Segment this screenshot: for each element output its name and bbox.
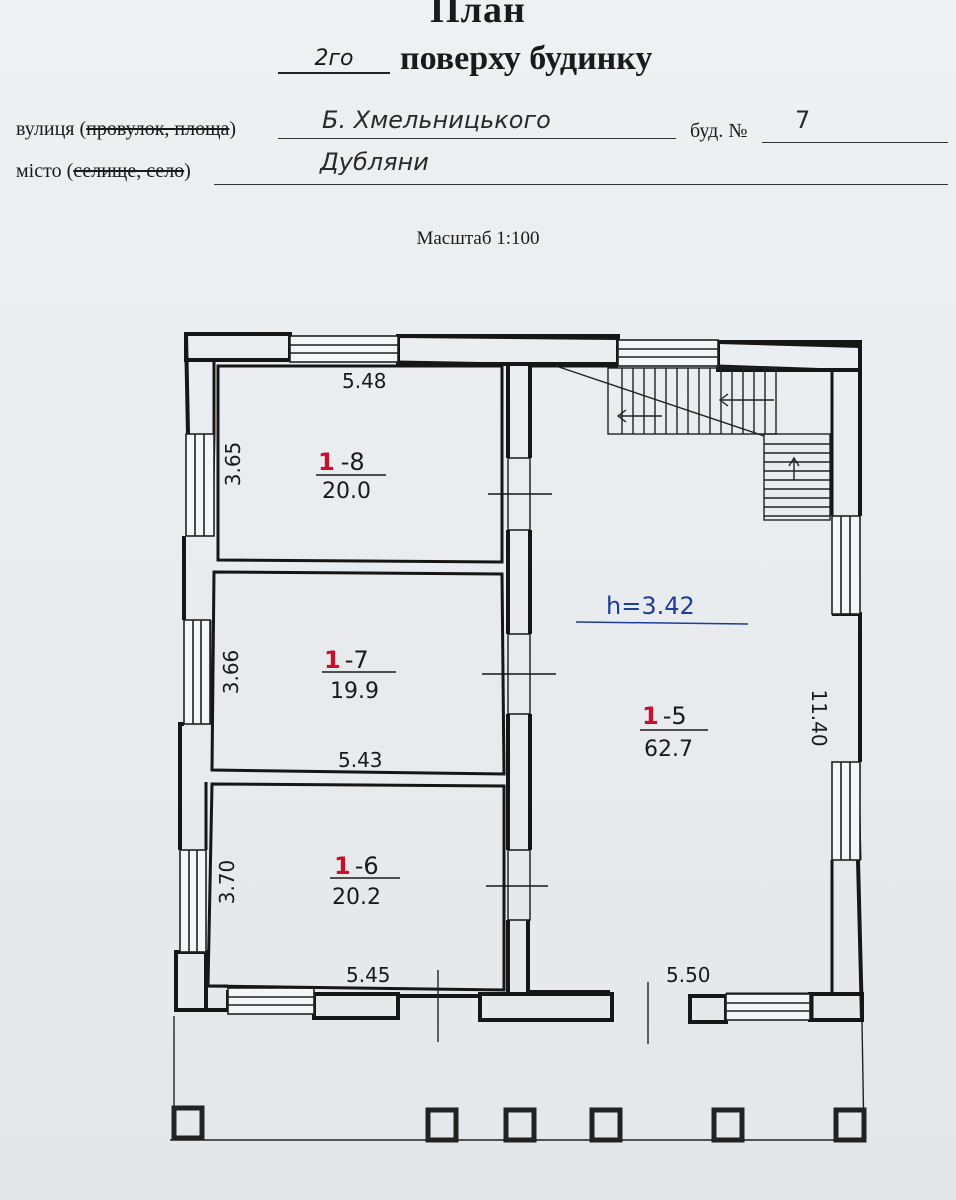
room-area: 20.2 <box>332 885 381 910</box>
room-number: 1-8 <box>318 448 365 476</box>
room-width-label: 5.43 <box>338 748 383 772</box>
city-value: Дубляни <box>320 148 429 176</box>
struck-text: провулок, площа <box>86 118 230 140</box>
room-number: 1-5 <box>642 702 687 730</box>
interior-walls <box>206 364 618 996</box>
building-value: 7 <box>795 106 811 134</box>
room-area: 19.9 <box>330 679 379 704</box>
ceiling-height: h=3.42 <box>606 592 695 620</box>
room-height-label: 3.70 <box>215 860 239 905</box>
room-area: 62.7 <box>644 737 693 762</box>
room-labels: 5.48 3.65 1-8 20.0 3.66 1-7 19.9 5.43 3.… <box>215 369 831 987</box>
room-width-label: 5.48 <box>342 369 387 393</box>
room-width-label: 5.50 <box>666 963 711 987</box>
room-height-label: 3.65 <box>221 442 245 487</box>
staircase <box>555 365 831 521</box>
building-label: буд. № <box>690 120 748 142</box>
outer-walls <box>174 332 865 1024</box>
street-field-line <box>278 112 676 139</box>
page-title: План <box>430 0 526 31</box>
struck-text: селище, село <box>73 160 185 182</box>
scale-label: Масштаб 1:100 <box>416 228 540 249</box>
porch <box>170 970 867 1143</box>
city-label: місто (селище, село) <box>16 160 191 182</box>
room-height-label: 3.66 <box>219 650 243 695</box>
street-value: Б. Хмельницького <box>322 106 551 134</box>
room-area: 20.0 <box>322 479 371 504</box>
city-field-line <box>214 158 948 185</box>
page-subtitle: поверху будинку <box>400 40 653 77</box>
room-width-label: 5.45 <box>346 963 391 987</box>
street-label: вулиця (провулок, площа) <box>16 118 237 140</box>
room-number: 1-7 <box>324 646 369 674</box>
building-field-line <box>762 116 948 143</box>
floor-number: 2го <box>278 46 390 74</box>
room-height-label: 11.40 <box>807 689 831 746</box>
windows <box>179 335 861 1021</box>
room-number: 1-6 <box>334 852 379 880</box>
